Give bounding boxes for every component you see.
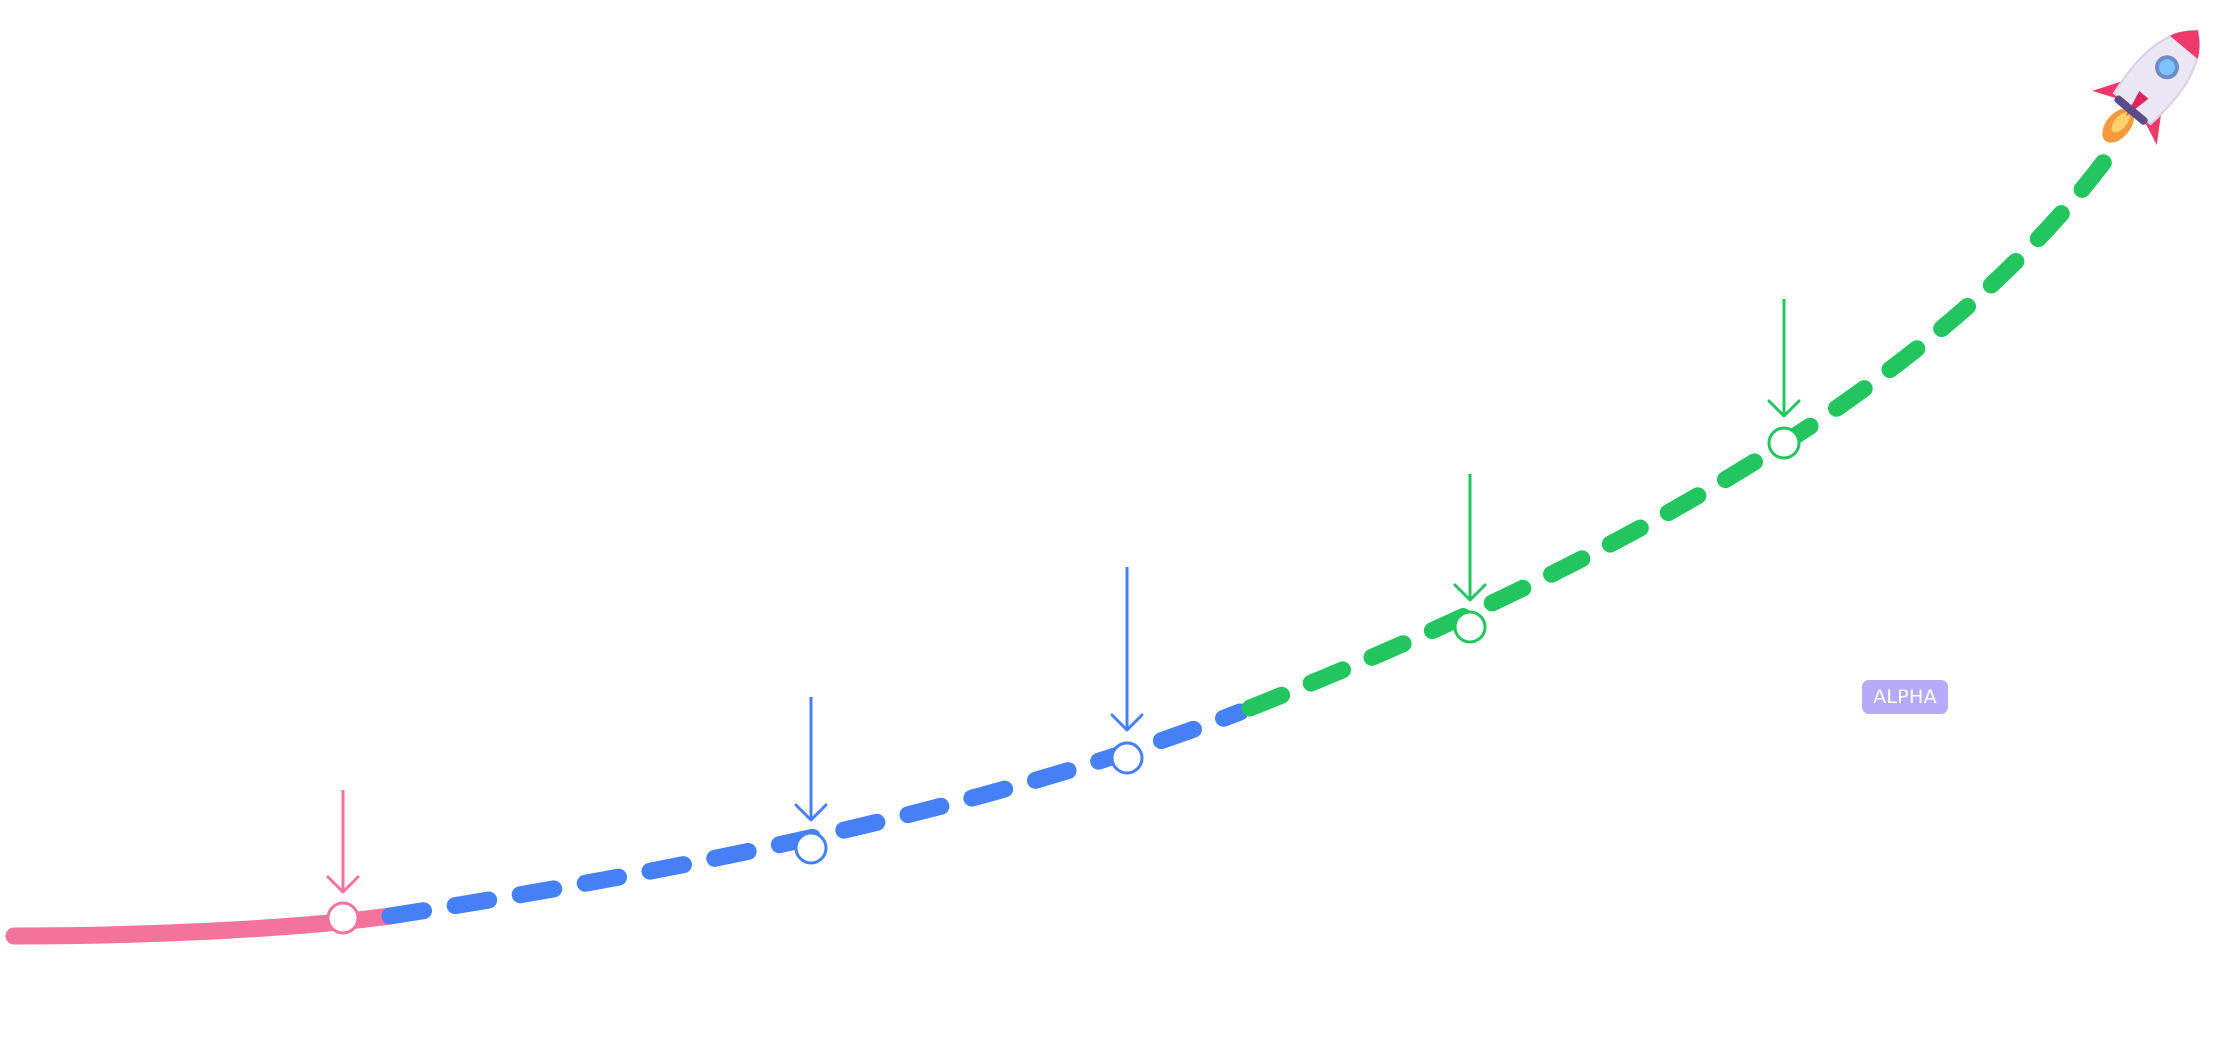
rocket-flame-inner — [2111, 112, 2130, 133]
milestone-markers — [326, 299, 1801, 935]
rocket-icon — [2092, 29, 2200, 145]
milestone-marker — [1110, 567, 1144, 775]
arrowhead — [1453, 583, 1487, 602]
green-dashed-segment — [1241, 131, 2129, 717]
rocket-base — [2114, 95, 2148, 125]
arrowhead — [326, 875, 360, 894]
milestone-ring — [326, 901, 360, 935]
milestone-ring — [1110, 741, 1144, 775]
milestone-ring — [1453, 610, 1487, 644]
rocket-nose — [2169, 30, 2200, 59]
milestone-marker — [794, 697, 828, 865]
arrowhead — [1110, 713, 1144, 732]
arrowhead — [1767, 399, 1801, 418]
rocket-window-glass — [2158, 59, 2175, 76]
curve-segments — [5, 131, 2129, 945]
milestone-marker — [1453, 474, 1487, 644]
alpha-badge: ALPHA — [1862, 680, 1948, 714]
milestone-ring — [794, 831, 828, 865]
milestone-ring — [1767, 426, 1801, 460]
arrowhead — [794, 803, 828, 822]
milestone-marker — [326, 790, 360, 935]
milestone-marker — [1767, 299, 1801, 460]
